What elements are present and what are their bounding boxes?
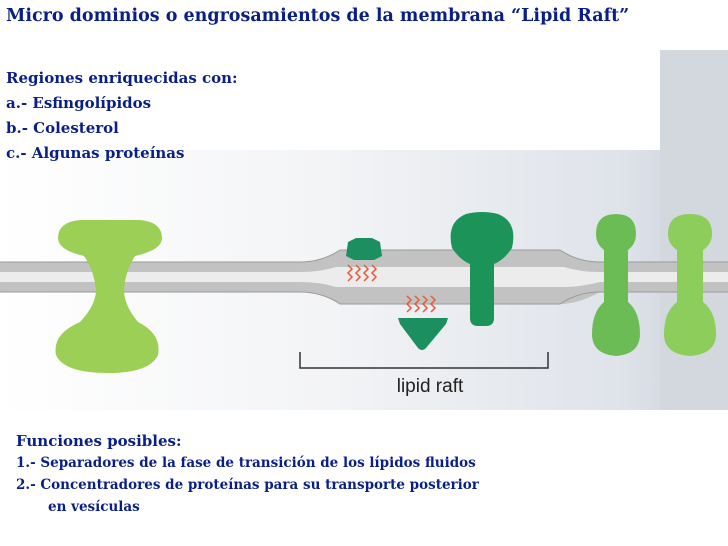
function-item-2-continuation: en vesículas (48, 499, 140, 515)
light-protein-left (55, 220, 162, 373)
regions-heading: Regiones enriquecidas con: (6, 69, 238, 87)
functions-heading: Funciones posibles: (16, 432, 182, 450)
region-item-colesterol: b.- Colesterol (6, 119, 119, 137)
outer-protein-right-1 (592, 214, 640, 356)
slide-title: Micro dominios o engrosamientos de la me… (6, 6, 630, 26)
regions-list: Regiones enriquecidas con: a.- Esfingolí… (6, 66, 238, 166)
outer-protein-right-2 (664, 214, 716, 356)
function-item-2: 2.- Concentradores de proteínas para su … (16, 477, 479, 493)
raft-protein-small (346, 238, 448, 350)
membrane-bilayer (0, 249, 728, 305)
raft-protein-tall (450, 212, 514, 326)
region-item-proteinas: c.- Algunas proteínas (6, 144, 185, 162)
region-item-esfingolipidos: a.- Esfingolípidos (6, 94, 152, 112)
function-item-1: 1.- Separadores de la fase de transición… (16, 455, 476, 471)
cholesterol-molecules (346, 264, 437, 313)
functions-list: Funciones posibles: 1.- Separadores de l… (16, 430, 479, 518)
raft-bracket (299, 352, 549, 369)
raft-label: lipid raft (397, 376, 464, 397)
